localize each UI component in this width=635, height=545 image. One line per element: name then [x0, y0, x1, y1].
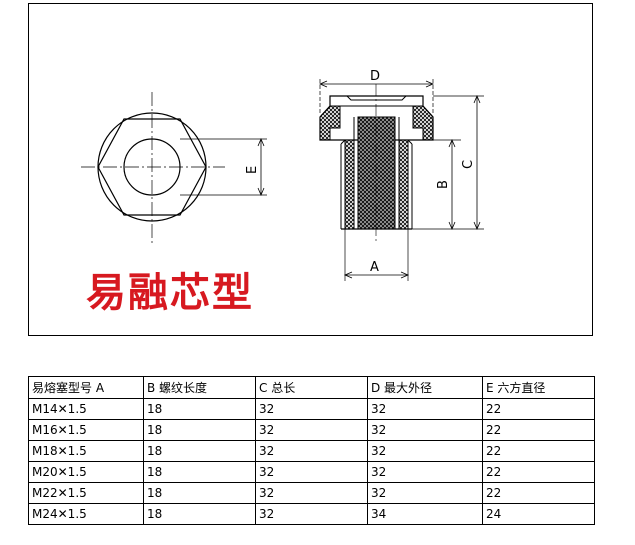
cell-c: 32	[255, 482, 368, 504]
cell-model: M18✕1.5	[28, 440, 144, 462]
dimension-arrows-d	[318, 80, 435, 88]
body-left-wall	[344, 139, 355, 230]
cell-model: M22✕1.5	[28, 482, 144, 504]
cell-model: M16✕1.5	[28, 419, 144, 441]
cell-d: 32	[367, 398, 483, 420]
header-total-length: C 总长	[255, 376, 368, 399]
head-left-section	[319, 105, 341, 141]
caption-title: 易融芯型	[86, 269, 254, 316]
body-right-wall	[398, 139, 409, 230]
cell-d: 32	[367, 440, 483, 462]
cell-e: 22	[482, 398, 595, 420]
head-right-section	[412, 105, 434, 141]
technical-drawing: E	[81, 69, 484, 316]
top-view	[81, 92, 267, 244]
cell-e: 22	[482, 482, 595, 504]
cell-c: 32	[255, 398, 368, 420]
dimension-arrows-a	[343, 271, 410, 279]
cell-b: 18	[143, 398, 256, 420]
cell-b: 18	[143, 482, 256, 504]
spec-table: 易熔塞型号 A B 螺纹长度 C 总长 D 最大外径 E 六方直径 M14✕1.…	[28, 376, 595, 525]
cell-e: 22	[482, 419, 595, 441]
section-view	[318, 79, 484, 281]
table-row: M22✕1.5 18 32 32 22	[28, 482, 595, 504]
cell-b: 18	[143, 503, 256, 525]
table-row: M18✕1.5 18 32 32 22	[28, 440, 595, 462]
cell-e: 24	[482, 503, 595, 525]
cell-model: M20✕1.5	[28, 461, 144, 483]
dimension-arrows-e	[257, 137, 265, 197]
cell-e: 22	[482, 440, 595, 462]
header-hex-diameter: E 六方直径	[482, 376, 595, 399]
cell-d: 32	[367, 482, 483, 504]
thread-chamfer-right	[407, 139, 413, 145]
table-row: M24✕1.5 18 32 34 24	[28, 503, 595, 525]
cell-model: M24✕1.5	[28, 503, 144, 525]
cell-d: 32	[367, 461, 483, 483]
thread-chamfer-left	[340, 139, 346, 145]
fusible-core-shade	[358, 117, 395, 229]
cell-b: 18	[143, 440, 256, 462]
dimension-label-c: C	[461, 160, 476, 169]
head-recess	[340, 95, 413, 101]
cell-d: 34	[367, 503, 483, 525]
table-row: M20✕1.5 18 32 32 22	[28, 461, 595, 483]
table-row: M14✕1.5 18 32 32 22	[28, 398, 595, 420]
dimension-label-b: B	[436, 180, 451, 189]
cell-c: 32	[255, 419, 368, 441]
header-max-diameter: D 最大外径	[367, 376, 483, 399]
technical-drawing-panel: E	[28, 3, 593, 336]
cell-c: 32	[255, 503, 368, 525]
dimension-label-d: D	[370, 69, 380, 84]
dimension-arrows-c	[473, 94, 481, 231]
cell-b: 18	[143, 461, 256, 483]
cell-e: 22	[482, 461, 595, 483]
header-model: 易熔塞型号 A	[28, 376, 144, 399]
cell-model: M14✕1.5	[28, 398, 144, 420]
cell-c: 32	[255, 461, 368, 483]
cell-b: 18	[143, 419, 256, 441]
dimension-label-e: E	[245, 166, 260, 174]
dimension-label-a: A	[370, 260, 379, 275]
table-header-row: 易熔塞型号 A B 螺纹长度 C 总长 D 最大外径 E 六方直径	[28, 376, 595, 399]
header-thread-length: B 螺纹长度	[143, 376, 256, 399]
cell-c: 32	[255, 440, 368, 462]
dimension-arrows-b	[448, 138, 456, 231]
table-row: M16✕1.5 18 32 32 22	[28, 419, 595, 441]
cell-d: 32	[367, 419, 483, 441]
